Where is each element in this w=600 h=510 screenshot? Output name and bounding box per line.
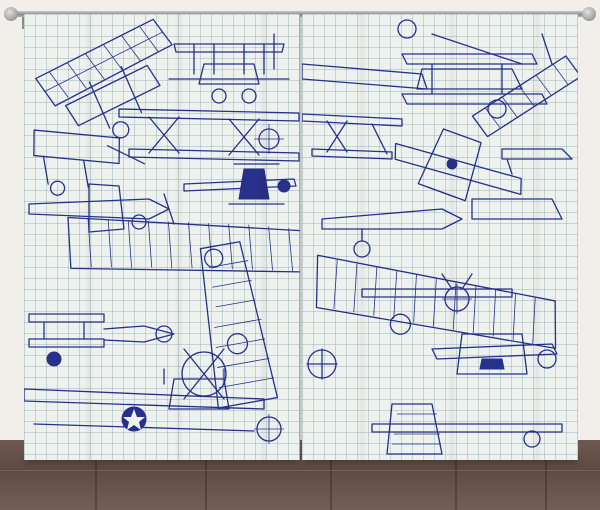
curtain-panel-right xyxy=(302,14,578,460)
biplane-drawing xyxy=(168,33,290,104)
curtain-rod xyxy=(10,11,590,17)
biplane-drawing xyxy=(28,313,175,367)
curtain-fold xyxy=(259,14,269,460)
floor-plank-seam xyxy=(205,440,207,510)
floor-plank-seam xyxy=(455,440,457,510)
biplane-drawing xyxy=(361,273,513,314)
rod-finial xyxy=(582,7,596,21)
biplane-drawing xyxy=(315,254,557,350)
curtain-fold xyxy=(84,14,94,460)
curtain-panel-left xyxy=(24,14,300,460)
biplane-drawing xyxy=(394,128,522,202)
biplane-drawing xyxy=(401,33,553,119)
curtain-fold xyxy=(174,14,184,460)
floor-plank-seam xyxy=(95,440,97,510)
floor-plank-seam xyxy=(330,440,332,510)
biplane-drawing xyxy=(431,333,558,375)
biplane-drawing xyxy=(471,55,578,138)
floor-plank-seam xyxy=(545,440,547,510)
biplane-drawing xyxy=(118,108,300,162)
biplane-drawing xyxy=(199,241,279,409)
biplane-sketches-left xyxy=(24,18,300,444)
biplane-drawing xyxy=(24,368,284,444)
biplane-drawing xyxy=(321,198,563,258)
rod-finial xyxy=(4,7,18,21)
curtain-fold xyxy=(447,14,457,460)
biplane-drawing xyxy=(35,18,173,139)
biplane-drawing xyxy=(181,348,227,400)
biplane-sketches-right xyxy=(302,19,578,455)
biplane-drawing xyxy=(302,113,403,160)
floor-highlight xyxy=(0,470,600,471)
curtain-gap xyxy=(299,14,303,460)
curtain-fold xyxy=(357,14,367,460)
curtain-fold xyxy=(532,14,542,460)
biplane-drawing xyxy=(183,163,297,205)
biplane-drawing xyxy=(371,403,563,455)
biplane-drawing xyxy=(501,148,573,175)
biplane-drawing xyxy=(33,129,146,196)
biplane-drawing xyxy=(306,348,338,380)
